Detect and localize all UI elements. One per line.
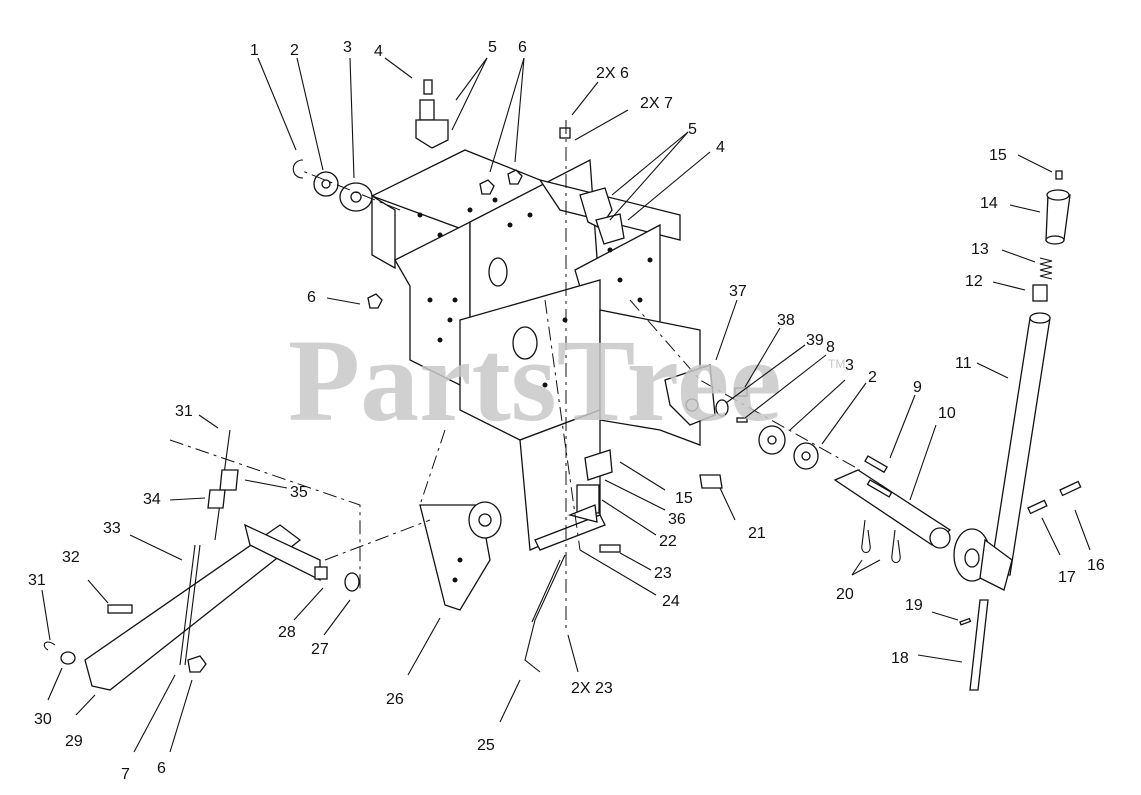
spring-13 (1039, 257, 1053, 280)
callout-18: 18 (891, 650, 909, 667)
washer-30 (60, 651, 76, 665)
callout-3: 3 (343, 39, 352, 56)
bracket-24 (534, 504, 606, 551)
callout-1: 1 (250, 42, 259, 59)
watermark-trademark: TM (828, 357, 845, 371)
callout-24: 24 (662, 593, 680, 610)
assembly-guide-lines (169, 120, 861, 630)
callout-4: 4 (374, 43, 383, 60)
callout-23: 23 (654, 565, 672, 582)
callout-35: 35 (290, 484, 308, 501)
key-9 (864, 455, 888, 474)
callout-2x6: 2X 6 (596, 65, 629, 82)
watermark-text: PartsTree (288, 315, 782, 446)
callout-12: 12 (965, 273, 983, 290)
rod-25 (524, 554, 566, 673)
callout-21: 21 (748, 525, 766, 542)
callout-2x7: 2X 7 (640, 95, 673, 112)
arm-26 (419, 501, 502, 611)
spacer-28 (314, 566, 328, 580)
callout-10: 10 (938, 405, 956, 422)
callout-2b: 2 (868, 369, 877, 386)
callout-7: 7 (121, 766, 130, 783)
callout-34: 34 (143, 491, 161, 508)
bushing-12 (1032, 284, 1048, 302)
bolt-32 (107, 604, 133, 614)
bracket-37 (664, 364, 716, 426)
callout-32: 32 (62, 549, 80, 566)
pin-17 (1027, 499, 1048, 515)
spring-block-36 (584, 449, 613, 481)
callout-31: 31 (175, 403, 193, 420)
callout-39: 39 (806, 332, 824, 349)
e-clip (292, 159, 304, 179)
pin-19 (959, 617, 972, 626)
callout-6: 6 (518, 39, 527, 56)
spacer-3 (758, 425, 786, 455)
callout-37: 37 (729, 283, 747, 300)
callout-6c: 6 (157, 760, 166, 777)
callout-14: 14 (980, 195, 998, 212)
clevis-35 (219, 469, 239, 491)
callout-16: 16 (1087, 557, 1105, 574)
leader-lines (41, 57, 1091, 753)
callout-2x23: 2X 23 (571, 680, 613, 697)
callout-26: 26 (386, 691, 404, 708)
handle-base-pivot (953, 528, 1013, 591)
callout-3b: 3 (845, 357, 854, 374)
bushing-27 (344, 572, 360, 592)
callout-6b: 6 (307, 289, 316, 306)
spacer-left (339, 182, 373, 212)
pin-16 (1059, 480, 1082, 497)
washer-left (313, 171, 339, 197)
main-frame-plate (370, 149, 701, 551)
clip-31 (43, 641, 56, 651)
pin-8 (736, 417, 748, 423)
bolt-23 (599, 544, 621, 553)
knob-14 (1045, 189, 1071, 245)
callout-29: 29 (65, 733, 83, 750)
callout-15: 15 (989, 147, 1007, 164)
callout-4b: 4 (716, 139, 725, 156)
callout-5: 5 (488, 39, 497, 56)
callout-30: 30 (34, 711, 52, 728)
rod-18 (969, 599, 989, 691)
washer-2 (793, 442, 819, 470)
callout-11: 11 (955, 355, 972, 372)
hairpin-clips-20 (861, 519, 901, 564)
callout-36: 36 (668, 511, 686, 528)
handle-tube-11 (989, 312, 1051, 576)
callout-labels: 1 2 3 4 5 6 2X 6 2X 7 5 4 15 14 13 12 6 … (28, 39, 1105, 783)
callout-38: 38 (777, 312, 795, 329)
callout-19: 19 (905, 597, 923, 614)
pin-15 (1055, 170, 1063, 180)
clevis-34 (207, 489, 226, 509)
callout-8: 8 (826, 339, 835, 356)
clamp-bracket (415, 79, 449, 149)
nut-6-lower (187, 655, 207, 673)
callout-25: 25 (477, 737, 495, 754)
callout-33: 33 (103, 520, 121, 537)
shaft-10 (833, 469, 952, 549)
hex-nuts (367, 127, 571, 309)
callout-22: 22 (659, 533, 677, 550)
callout-20: 20 (836, 586, 854, 603)
callout-15b: 15 (675, 490, 693, 507)
washer-39 (715, 399, 729, 417)
callout-31b: 31 (28, 572, 46, 589)
callout-13: 13 (971, 241, 989, 258)
callout-9: 9 (913, 379, 922, 396)
callout-5b: 5 (688, 121, 697, 138)
callout-27: 27 (311, 641, 329, 658)
callout-28: 28 (278, 624, 296, 641)
chain-7 (179, 544, 201, 666)
callout-17: 17 (1058, 569, 1076, 586)
callout-2: 2 (290, 42, 299, 59)
clamp-bracket-right (579, 187, 625, 245)
bolt-21 (699, 474, 723, 489)
